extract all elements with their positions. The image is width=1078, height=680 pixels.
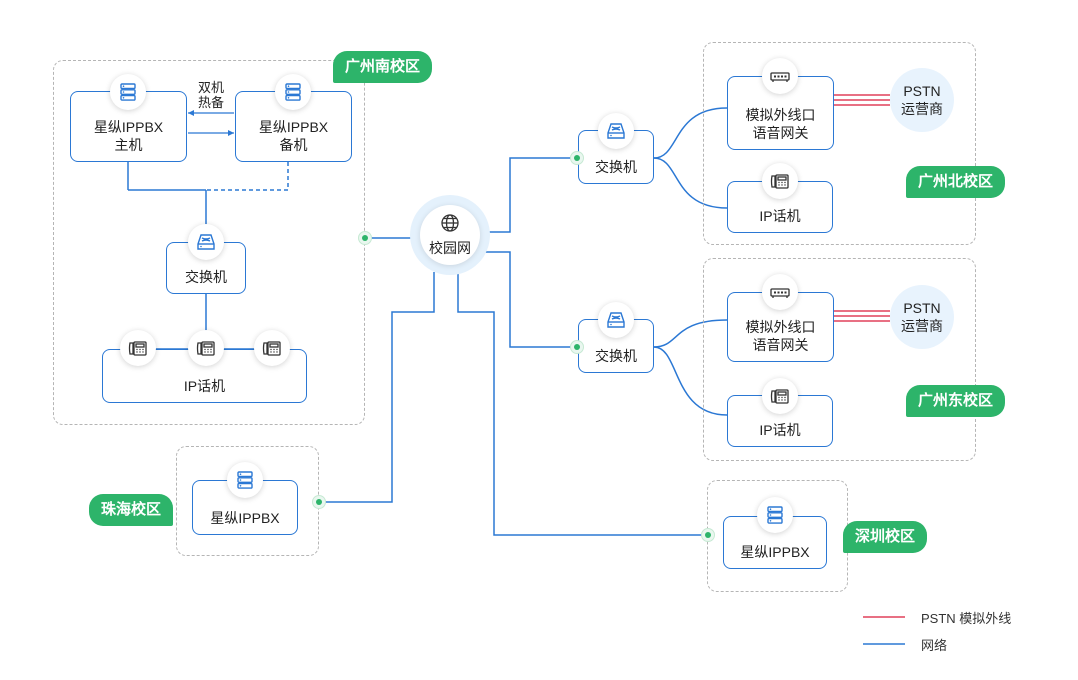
hot-standby-line2: 热备 bbox=[197, 95, 224, 110]
north-gateway-line2: 语音网关 bbox=[752, 125, 809, 141]
east-phone-label: IP话机 bbox=[759, 422, 801, 438]
pbx-main-role: 主机 bbox=[114, 137, 143, 153]
hot-standby-line1: 双机 bbox=[197, 80, 224, 95]
zone-tag-guangzhou-south: 广州南校区 bbox=[333, 51, 433, 83]
zone-tag-zhuhai: 珠海校区 bbox=[89, 494, 174, 526]
zone-tag-guangzhou-north: 广州北校区 bbox=[906, 166, 1006, 198]
north-switch-label: 交换机 bbox=[595, 159, 637, 175]
server-icon bbox=[275, 74, 311, 110]
switch-icon bbox=[598, 113, 634, 149]
ip-phone-icon bbox=[254, 330, 290, 366]
east-switch-node: 交换机 bbox=[578, 319, 654, 373]
zone-tag-shenzhen: 深圳校区 bbox=[843, 521, 928, 553]
east-pstn-line2: 运营商 bbox=[901, 318, 943, 334]
campus-network-label: 校园网 bbox=[429, 240, 471, 256]
server-icon bbox=[227, 462, 263, 498]
zone-tag-guangzhou-east: 广州东校区 bbox=[906, 385, 1006, 417]
legend-network: 网络 bbox=[921, 638, 948, 653]
hot-standby-label: 双机 热备 bbox=[196, 80, 226, 110]
campus-network-node: 校园网 bbox=[410, 195, 490, 275]
pbx-backup-name: 星纵IPPBX bbox=[258, 119, 329, 135]
legend-pstn-line: PSTN 模拟外线 bbox=[921, 611, 1012, 626]
switch-icon bbox=[598, 302, 634, 338]
connection-dot-zhuhai bbox=[312, 495, 326, 509]
connection-dot-south bbox=[358, 231, 372, 245]
north-gateway-line1: 模拟外线口 bbox=[745, 107, 816, 123]
connection-dot-shenzhen bbox=[701, 528, 715, 542]
north-pstn-carrier: PSTN 运营商 bbox=[890, 68, 954, 132]
pbx-backup-role: 备机 bbox=[279, 137, 308, 153]
south-phones-label: IP话机 bbox=[183, 378, 226, 394]
north-pstn-line1: PSTN bbox=[903, 83, 941, 99]
east-pstn-line1: PSTN bbox=[903, 300, 941, 316]
connection-dot-east bbox=[570, 340, 584, 354]
north-phone-label: IP话机 bbox=[759, 208, 801, 224]
globe-icon bbox=[441, 214, 459, 232]
north-pstn-line2: 运营商 bbox=[901, 101, 943, 117]
east-gateway-line2: 语音网关 bbox=[752, 337, 809, 353]
pbx-backup-node: 星纵IPPBX 备机 bbox=[235, 91, 352, 162]
zhuhai-pbx-label: 星纵IPPBX bbox=[210, 510, 280, 526]
ip-phone-icon bbox=[120, 330, 156, 366]
north-gateway-node: 模拟外线口 语音网关 bbox=[727, 76, 834, 150]
connection-dot-north bbox=[570, 151, 584, 165]
pbx-main-name: 星纵IPPBX bbox=[93, 119, 164, 135]
zone-guangzhou-east bbox=[703, 258, 976, 461]
ip-phone-icon bbox=[762, 163, 798, 199]
server-icon bbox=[757, 497, 793, 533]
ip-phone-icon bbox=[188, 330, 224, 366]
east-pstn-carrier: PSTN 运营商 bbox=[890, 285, 954, 349]
ip-phone-icon bbox=[762, 378, 798, 414]
gateway-icon bbox=[762, 274, 798, 310]
north-phone-node: IP话机 bbox=[727, 181, 833, 233]
south-switch-label: 交换机 bbox=[185, 269, 227, 285]
shenzhen-pbx-label: 星纵IPPBX bbox=[740, 544, 810, 560]
south-switch-node: 交换机 bbox=[166, 242, 246, 294]
zone-guangzhou-north bbox=[703, 42, 976, 245]
east-gateway-line1: 模拟外线口 bbox=[745, 319, 816, 335]
east-switch-label: 交换机 bbox=[595, 348, 637, 364]
server-icon bbox=[110, 74, 146, 110]
gateway-icon bbox=[762, 58, 798, 94]
switch-icon bbox=[188, 224, 224, 260]
